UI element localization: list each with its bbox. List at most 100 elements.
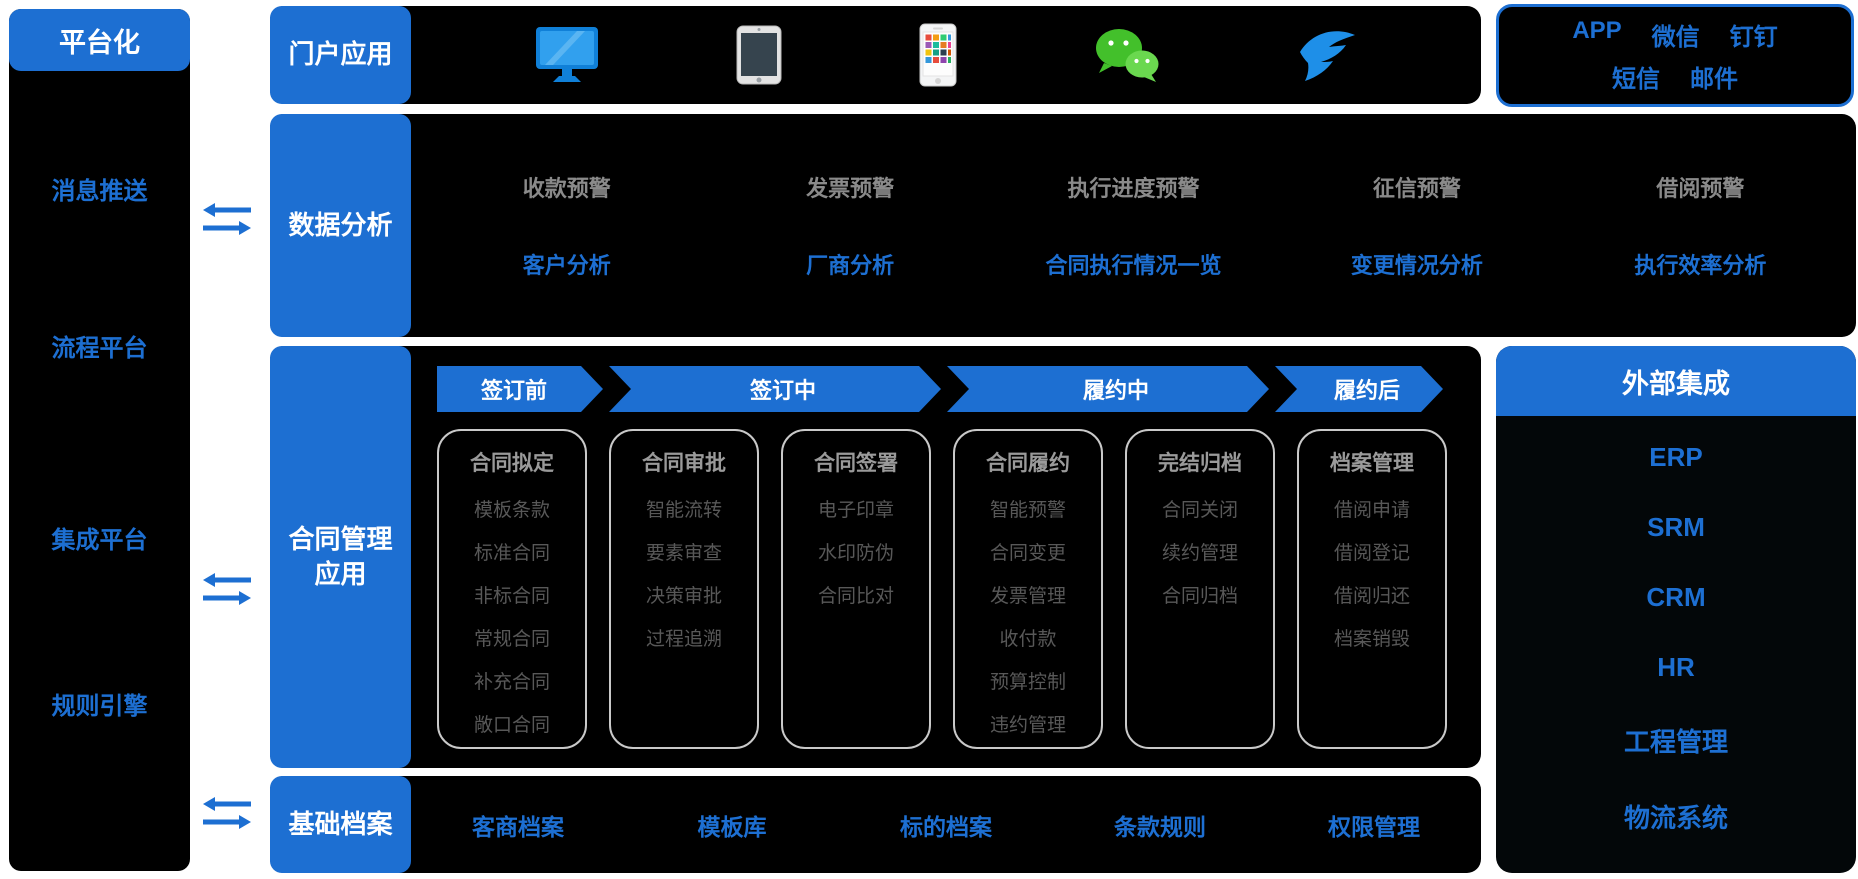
contract-management-panel: 合同管理 应用 签订前 签订中 履约中 履约后 合同拟定 模板条款 标准合同 非… xyxy=(270,346,1481,768)
card-item: 预算控制 xyxy=(989,672,1066,693)
warning-item: 执行进度预警 xyxy=(1067,176,1200,201)
contract-label-line2: 应用 xyxy=(314,559,367,589)
external-integration-header: 外部集成 xyxy=(1496,346,1856,416)
data-analysis-panel: 数据分析 收款预警 发票预警 执行进度预警 征信预警 借阅预警 客户分析 厂商分… xyxy=(270,114,1856,337)
sidebar-item-process-platform: 流程平台 xyxy=(51,335,148,362)
sidebar-item-integration-platform: 集成平台 xyxy=(51,527,148,554)
warnings-row: 收款预警 发票预警 执行进度预警 征信预警 借阅预警 xyxy=(425,171,1842,203)
channels-row-1: APP 微信 钉钉 xyxy=(1572,17,1777,52)
external-item-srm: SRM xyxy=(1647,511,1705,542)
card-item: 智能流转 xyxy=(645,500,722,521)
card-item: 借阅登记 xyxy=(1333,543,1410,564)
module-cards: 合同拟定 模板条款 标准合同 非标合同 常规合同 补充合同 敞口合同 合同审批 … xyxy=(437,429,1461,749)
two-way-arrow-icon xyxy=(200,202,254,241)
card-item: 标准合同 xyxy=(473,543,550,564)
base-item-permission-mgmt: 权限管理 xyxy=(1328,813,1420,840)
portal-apps-bar: 门户应用 xyxy=(270,6,1481,104)
analyses-row: 客户分析 厂商分析 合同执行情况一览 变更情况分析 执行效率分析 xyxy=(425,248,1842,280)
warning-item: 发票预警 xyxy=(806,176,895,201)
analysis-item: 客户分析 xyxy=(522,253,611,278)
external-item-engineering: 工程管理 xyxy=(1623,727,1728,758)
base-item-template-library: 模板库 xyxy=(697,813,767,840)
warning-item: 收款预警 xyxy=(522,176,611,201)
card-item: 续约管理 xyxy=(1161,543,1238,564)
card-item: 合同变更 xyxy=(989,543,1066,564)
module-card-approval: 合同审批 智能流转 要素审查 决策审批 过程追溯 xyxy=(609,429,759,749)
card-item: 合同关闭 xyxy=(1161,500,1238,521)
analysis-item: 厂商分析 xyxy=(806,253,895,278)
card-item: 决策审批 xyxy=(645,586,722,607)
external-item-hr: HR xyxy=(1657,652,1695,683)
card-title: 档案管理 xyxy=(1330,452,1414,475)
sidebar-title: 平台化 xyxy=(9,9,190,71)
contract-content: 签订前 签订中 履约中 履约后 合同拟定 模板条款 标准合同 非标合同 常规合同… xyxy=(411,346,1481,768)
base-item-subject-files: 标的档案 xyxy=(900,813,992,840)
card-item: 档案销毁 xyxy=(1333,629,1410,650)
module-card-performance: 合同履约 智能预警 合同变更 发票管理 收付款 预算控制 违约管理 xyxy=(953,429,1103,749)
stage-arrow-performing: 履约中 xyxy=(947,366,1269,412)
card-item: 借阅归还 xyxy=(1333,586,1410,607)
card-title: 合同审批 xyxy=(642,452,726,475)
channel-wechat: 微信 xyxy=(1651,24,1700,51)
base-archives-panel: 基础档案 客商档案 模板库 标的档案 条款规则 权限管理 xyxy=(270,776,1481,873)
portal-apps-label: 门户应用 xyxy=(270,6,411,104)
stage-arrow-pre-signing: 签订前 xyxy=(437,366,603,412)
tablet-icon xyxy=(736,25,782,85)
stage-arrow-post-performance: 履约后 xyxy=(1275,366,1443,412)
card-item: 敞口合同 xyxy=(473,715,550,736)
lifecycle-stages: 签订前 签订中 履约中 履约后 xyxy=(437,366,1461,412)
data-analysis-label: 数据分析 xyxy=(270,114,411,337)
module-card-drafting: 合同拟定 模板条款 标准合同 非标合同 常规合同 补充合同 敞口合同 xyxy=(437,429,587,749)
card-item: 借阅申请 xyxy=(1333,500,1410,521)
card-item: 过程追溯 xyxy=(645,629,722,650)
desktop-icon xyxy=(535,26,599,84)
channels-row-2: 短信 邮件 xyxy=(1612,59,1738,94)
card-item: 电子印章 xyxy=(817,500,894,521)
channel-app: APP xyxy=(1572,17,1622,44)
base-item-partner-files: 客商档案 xyxy=(472,813,564,840)
module-card-closing: 完结归档 合同关闭 续约管理 合同归档 xyxy=(1125,429,1275,749)
card-item: 发票管理 xyxy=(989,586,1066,607)
channel-dingtalk: 钉钉 xyxy=(1729,24,1778,51)
card-item: 模板条款 xyxy=(473,500,550,521)
card-item: 收付款 xyxy=(999,629,1057,650)
two-way-arrow-icon xyxy=(200,796,254,835)
base-archives-items: 客商档案 模板库 标的档案 条款规则 权限管理 xyxy=(411,776,1481,873)
card-item: 非标合同 xyxy=(473,586,550,607)
card-item: 智能预警 xyxy=(989,500,1066,521)
card-title: 合同履约 xyxy=(986,452,1070,475)
base-archives-label: 基础档案 xyxy=(270,776,411,873)
card-item: 常规合同 xyxy=(473,629,550,650)
card-item: 补充合同 xyxy=(473,672,550,693)
contract-management-label: 合同管理 应用 xyxy=(270,346,411,768)
card-item: 违约管理 xyxy=(989,715,1066,736)
stage-arrow-signing: 签订中 xyxy=(609,366,941,412)
external-item-crm: CRM xyxy=(1646,581,1706,612)
portal-device-icons xyxy=(411,6,1481,104)
card-title: 合同签署 xyxy=(814,452,898,475)
analysis-item: 执行效率分析 xyxy=(1634,253,1767,278)
card-title: 合同拟定 xyxy=(470,452,554,475)
channel-email: 邮件 xyxy=(1690,66,1738,93)
channel-sms: 短信 xyxy=(1612,66,1660,93)
wechat-icon xyxy=(1094,27,1160,83)
sidebar-item-message-push: 消息推送 xyxy=(51,178,148,205)
analysis-item: 合同执行情况一览 xyxy=(1045,253,1222,278)
data-analysis-content: 收款预警 发票预警 执行进度预警 征信预警 借阅预警 客户分析 厂商分析 合同执… xyxy=(411,114,1856,337)
card-item: 合同比对 xyxy=(817,586,894,607)
warning-item: 借阅预警 xyxy=(1656,176,1745,201)
sidebar-item-rule-engine: 规则引擎 xyxy=(51,693,148,720)
two-way-arrow-icon xyxy=(200,572,254,611)
analysis-item: 变更情况分析 xyxy=(1350,253,1483,278)
module-card-signing: 合同签署 电子印章 水印防伪 合同比对 xyxy=(781,429,931,749)
platform-sidebar: 平台化 消息推送 流程平台 集成平台 规则引擎 xyxy=(9,9,190,871)
external-item-erp: ERP xyxy=(1649,441,1703,472)
external-item-logistics: 物流系统 xyxy=(1623,803,1728,834)
card-item: 合同归档 xyxy=(1161,586,1238,607)
card-title: 完结归档 xyxy=(1158,452,1242,475)
card-item: 要素审查 xyxy=(645,543,722,564)
external-integration-items: ERP SRM CRM HR 工程管理 物流系统 xyxy=(1496,416,1856,873)
dingtalk-icon xyxy=(1297,28,1357,82)
channels-box: APP 微信 钉钉 短信 邮件 xyxy=(1496,4,1854,107)
